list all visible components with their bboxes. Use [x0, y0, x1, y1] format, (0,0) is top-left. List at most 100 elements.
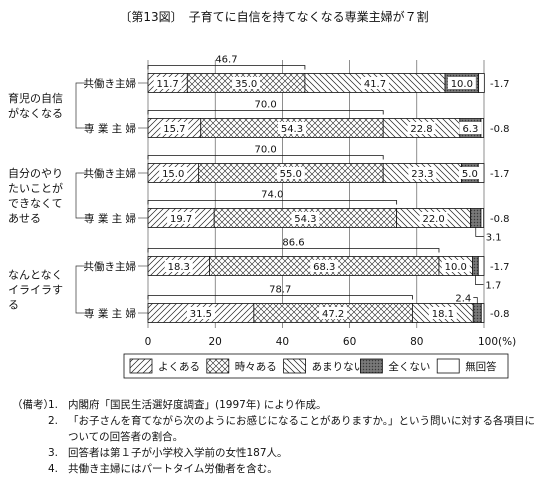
label-backdrop	[164, 260, 193, 272]
category-label: 共働き主婦	[84, 77, 137, 90]
data-label: 10.0	[451, 79, 473, 90]
bar-segment	[472, 256, 479, 276]
bar-segment	[480, 303, 485, 323]
note-text: 共働き主婦にはパートタイム労働者を含む。	[68, 463, 278, 475]
label-backdrop	[159, 167, 188, 179]
group-label: 育児の自信	[8, 91, 63, 105]
bracket-label: 46.7	[215, 55, 237, 66]
group-label: イライラす	[8, 284, 63, 297]
legend-swatch	[129, 358, 153, 374]
data-label: 54.3	[281, 124, 303, 135]
legend-label: よくある	[158, 361, 200, 373]
x-tick-label: 40	[276, 336, 289, 348]
notes-section: （備考） 1. 内閣府「国民生活選好度調査」(1997年) により作成。 2. …	[12, 397, 536, 477]
leader-line	[475, 227, 484, 237]
note-number: 3.	[48, 447, 59, 459]
notes-lead: （備考）	[12, 399, 54, 411]
bar-segment	[477, 256, 485, 276]
category-label: 専 業 主 婦	[84, 212, 136, 225]
data-label: 54.3	[294, 214, 316, 225]
bar-segment	[478, 73, 485, 93]
data-label: -0.8	[490, 124, 510, 135]
note-number: 1.	[48, 399, 59, 411]
data-label: 18.1	[432, 309, 454, 320]
data-label: -1.7	[490, 262, 510, 273]
data-label: 47.2	[322, 309, 344, 320]
label-backdrop	[360, 77, 389, 89]
group-brace	[75, 82, 82, 129]
data-label: 68.3	[313, 262, 335, 273]
legend-swatch	[283, 358, 307, 374]
x-tick-label: 60	[343, 336, 356, 348]
group-brace	[75, 265, 82, 314]
bracket	[147, 65, 306, 70]
leader-line	[473, 297, 478, 304]
x-tick-label: 0	[145, 336, 152, 348]
bar-segment	[480, 208, 485, 228]
data-label: 6.3	[462, 124, 478, 135]
legend-label: あまりない	[312, 361, 365, 373]
x-tick-label: 100(%)	[478, 336, 516, 348]
label-backdrop	[153, 77, 182, 89]
data-label: 11.7	[157, 79, 179, 90]
external-label: 2.4	[455, 294, 471, 305]
note-item: 2. 「お子さんを育てながら次のようにお感じになることがありますか。」という問い…	[12, 413, 536, 445]
label-backdrop	[291, 212, 320, 224]
bracket-label: 70.0	[254, 100, 276, 111]
note-item: 3. 回答者は第１子が小学校入学前の女性187人。	[12, 445, 536, 461]
group-label: あせる	[8, 212, 41, 225]
note-number: 2.	[48, 415, 59, 427]
legend-swatch	[359, 358, 383, 374]
bar-segment	[472, 303, 482, 323]
note-text: 「お子さんを育てながら次のようにお感じになることがありますか。」という問いに対す…	[68, 415, 536, 443]
bracket	[147, 295, 413, 300]
label-backdrop	[441, 260, 470, 272]
bracket	[147, 200, 398, 205]
label-backdrop	[319, 307, 348, 319]
label-backdrop	[407, 122, 436, 134]
data-label: 22.8	[410, 124, 432, 135]
legend-swatch	[436, 358, 460, 374]
data-label: -1.7	[490, 169, 510, 180]
data-label: 31.5	[190, 309, 212, 320]
note-text: 回答者は第１子が小学校入学前の女性187人。	[68, 447, 288, 459]
bracket	[147, 248, 440, 253]
group-label: がなくなる	[8, 106, 63, 120]
data-label: 23.3	[411, 169, 433, 180]
data-label: 41.7	[364, 79, 386, 90]
data-label: -0.8	[490, 309, 510, 320]
data-label: -0.8	[490, 214, 510, 225]
data-label: 18.3	[168, 262, 190, 273]
category-label: 共働き主婦	[84, 167, 137, 180]
group-label: できなくて	[8, 197, 63, 210]
label-backdrop	[186, 307, 215, 319]
stacked-bar-chart: 11.7 35.0 41.7 10.0 -1.7 共働き主婦 15.7 54.3 22.8 6.3…	[8, 55, 516, 379]
note-text: 内閣府「国民生活選好度調査」(1997年) により作成。	[68, 399, 327, 411]
label-backdrop	[447, 77, 476, 89]
group-brace	[75, 172, 82, 219]
label-backdrop	[232, 77, 261, 89]
legend-swatch	[206, 358, 230, 374]
data-label: 15.0	[162, 169, 184, 180]
bracket-label: 86.6	[282, 238, 304, 249]
label-backdrop	[276, 167, 305, 179]
group-label: る	[8, 299, 19, 312]
data-label: 15.7	[163, 124, 185, 135]
note-number: 4.	[48, 463, 59, 475]
leader-line	[475, 275, 484, 285]
x-tick-label: 20	[209, 336, 222, 348]
x-tick-label: 80	[410, 336, 423, 348]
bracket-label: 70.0	[254, 145, 276, 156]
data-label: 35.0	[235, 79, 257, 90]
label-backdrop	[458, 167, 481, 179]
bracket	[147, 155, 384, 160]
data-label: 10.0	[445, 262, 467, 273]
data-label: 19.7	[170, 214, 192, 225]
label-backdrop	[428, 307, 457, 319]
label-backdrop	[160, 122, 189, 134]
group-label: なんとなく	[8, 269, 63, 282]
external-label: 3.1	[486, 233, 502, 244]
data-label: -1.7	[490, 79, 510, 90]
label-backdrop	[277, 122, 306, 134]
group-label: 自分のやり	[8, 167, 63, 180]
